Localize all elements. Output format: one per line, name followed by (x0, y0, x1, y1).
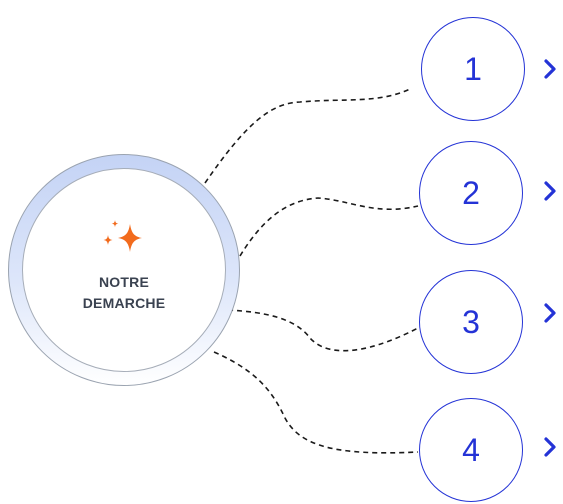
sparkle-icon (103, 220, 142, 252)
step-3-circle[interactable]: 3 (419, 270, 523, 374)
connector-line-1 (204, 87, 413, 184)
connector-line-2 (239, 197, 419, 257)
chevron-right-icon[interactable] (542, 180, 558, 202)
step-4-number: 4 (462, 431, 480, 468)
hub-circle: NOTRE DEMARCHE (22, 168, 226, 372)
chevron-right-icon[interactable] (542, 436, 558, 458)
step-1-circle[interactable]: 1 (421, 17, 525, 121)
connector-line-3 (227, 309, 419, 352)
chevron-right-icon[interactable] (542, 302, 558, 324)
hub-title: NOTRE DEMARCHE (82, 274, 166, 311)
connector-line-4 (213, 351, 419, 454)
step-3-number: 3 (462, 303, 480, 340)
step-2-number: 2 (462, 174, 480, 211)
step-2-circle[interactable]: 2 (419, 141, 523, 245)
chevron-right-icon[interactable] (542, 58, 558, 80)
step-4-circle[interactable]: 4 (419, 398, 523, 502)
step-1-number: 1 (464, 50, 482, 87)
